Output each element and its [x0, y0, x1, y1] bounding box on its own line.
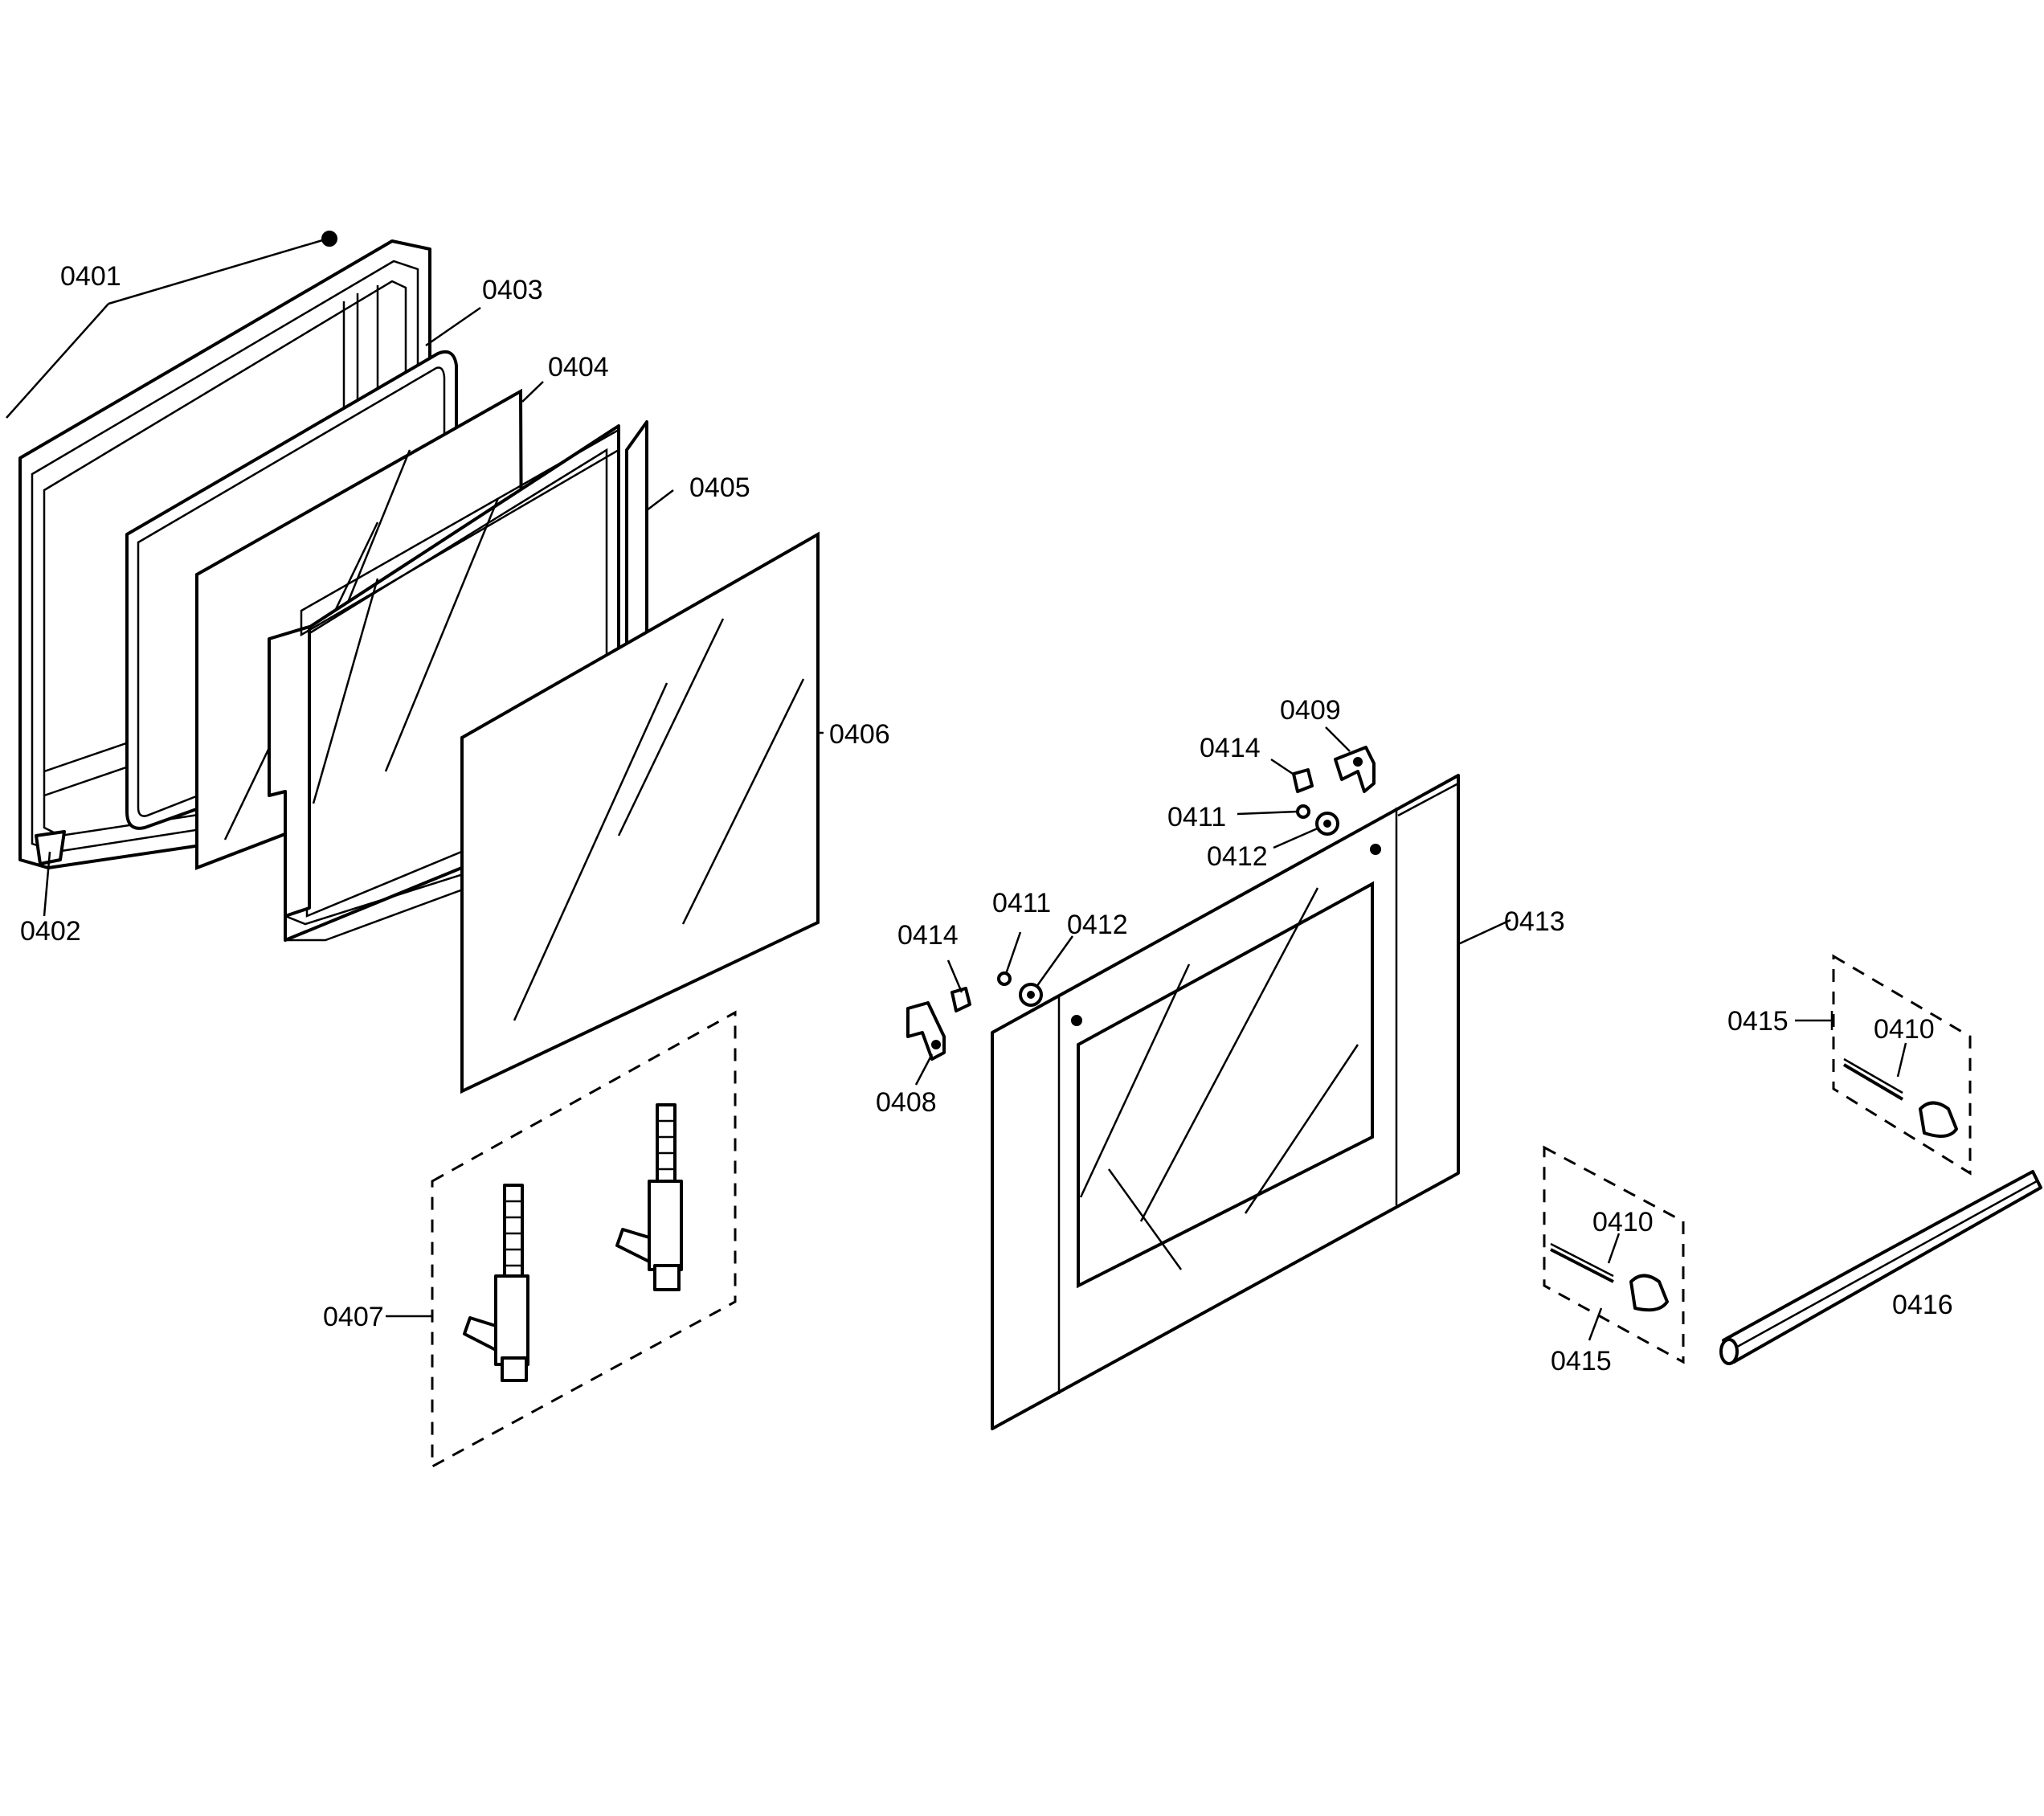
part-0411-washer-right — [1296, 804, 1310, 819]
callout-0415-upper: 0415 — [1727, 1006, 1788, 1037]
part-0409-hinge-bracket — [1334, 746, 1376, 793]
callout-0411-right: 0411 — [1167, 802, 1226, 832]
callout-0401: 0401 — [60, 261, 121, 292]
callout-0403: 0403 — [482, 275, 543, 305]
callout-0410-lower: 0410 — [1592, 1207, 1654, 1237]
callout-0410-upper: 0410 — [1874, 1014, 1935, 1045]
part-0415-handle-mount-kit-lower — [1543, 1145, 1685, 1364]
part-0416-handle-bar — [1719, 1170, 2042, 1365]
callout-0412-left: 0412 — [1067, 910, 1128, 940]
part-0412-bushing-left — [1019, 983, 1043, 1007]
callout-0407: 0407 — [323, 1302, 384, 1332]
callout-0411-left: 0411 — [992, 888, 1051, 918]
callout-0406: 0406 — [829, 719, 890, 750]
callout-0412-right: 0412 — [1207, 841, 1268, 872]
callout-0404: 0404 — [548, 352, 609, 382]
callout-0415-lower: 0415 — [1551, 1346, 1612, 1376]
part-0414-pivot-block-right — [1292, 768, 1314, 793]
part-0413-outer-door — [991, 774, 1460, 1430]
part-0412-bushing-right — [1315, 812, 1339, 836]
callout-0413: 0413 — [1504, 906, 1565, 937]
hinge-right — [615, 1103, 683, 1291]
part-0408-hinge-bracket — [906, 1001, 946, 1061]
part-0407-hinge-kit — [431, 1010, 737, 1469]
part-0402-bracket — [35, 830, 66, 865]
callout-0405: 0405 — [689, 472, 750, 503]
part-0411-washer-left — [997, 971, 1012, 986]
callout-0414-right: 0414 — [1200, 733, 1261, 763]
part-0406-outer-glass — [460, 531, 820, 1094]
callout-0414-left: 0414 — [897, 920, 959, 951]
callout-0416: 0416 — [1892, 1290, 1953, 1320]
callout-0402: 0402 — [20, 916, 81, 947]
hinge-left — [463, 1184, 529, 1382]
callout-0408: 0408 — [876, 1087, 937, 1118]
part-0415-handle-mount-kit-upper — [1832, 954, 1972, 1176]
callout-labels: 0401 0402 0403 0404 0405 0406 0407 0408 … — [20, 261, 1953, 1376]
callout-0409: 0409 — [1280, 695, 1341, 726]
leader-lines — [6, 237, 1907, 1341]
